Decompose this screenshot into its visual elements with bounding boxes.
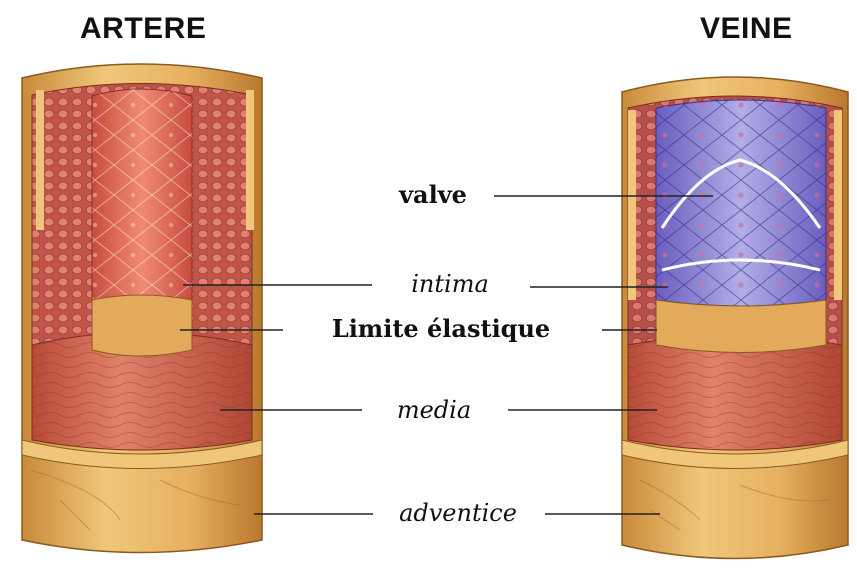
label-media: media (397, 396, 471, 424)
label-adventice: adventice (399, 499, 517, 527)
vein-vessel (622, 77, 848, 559)
vein-title: VEINE (700, 12, 793, 46)
label-limite-elastique: Limite élastique (332, 314, 550, 343)
artery-title: ARTERE (80, 12, 206, 46)
vein-elastic-limit (656, 300, 826, 353)
artery-vessel (22, 64, 262, 553)
label-valve: valve (399, 180, 467, 209)
artery-elastic-limit (92, 295, 192, 356)
label-intima: intima (411, 270, 489, 298)
